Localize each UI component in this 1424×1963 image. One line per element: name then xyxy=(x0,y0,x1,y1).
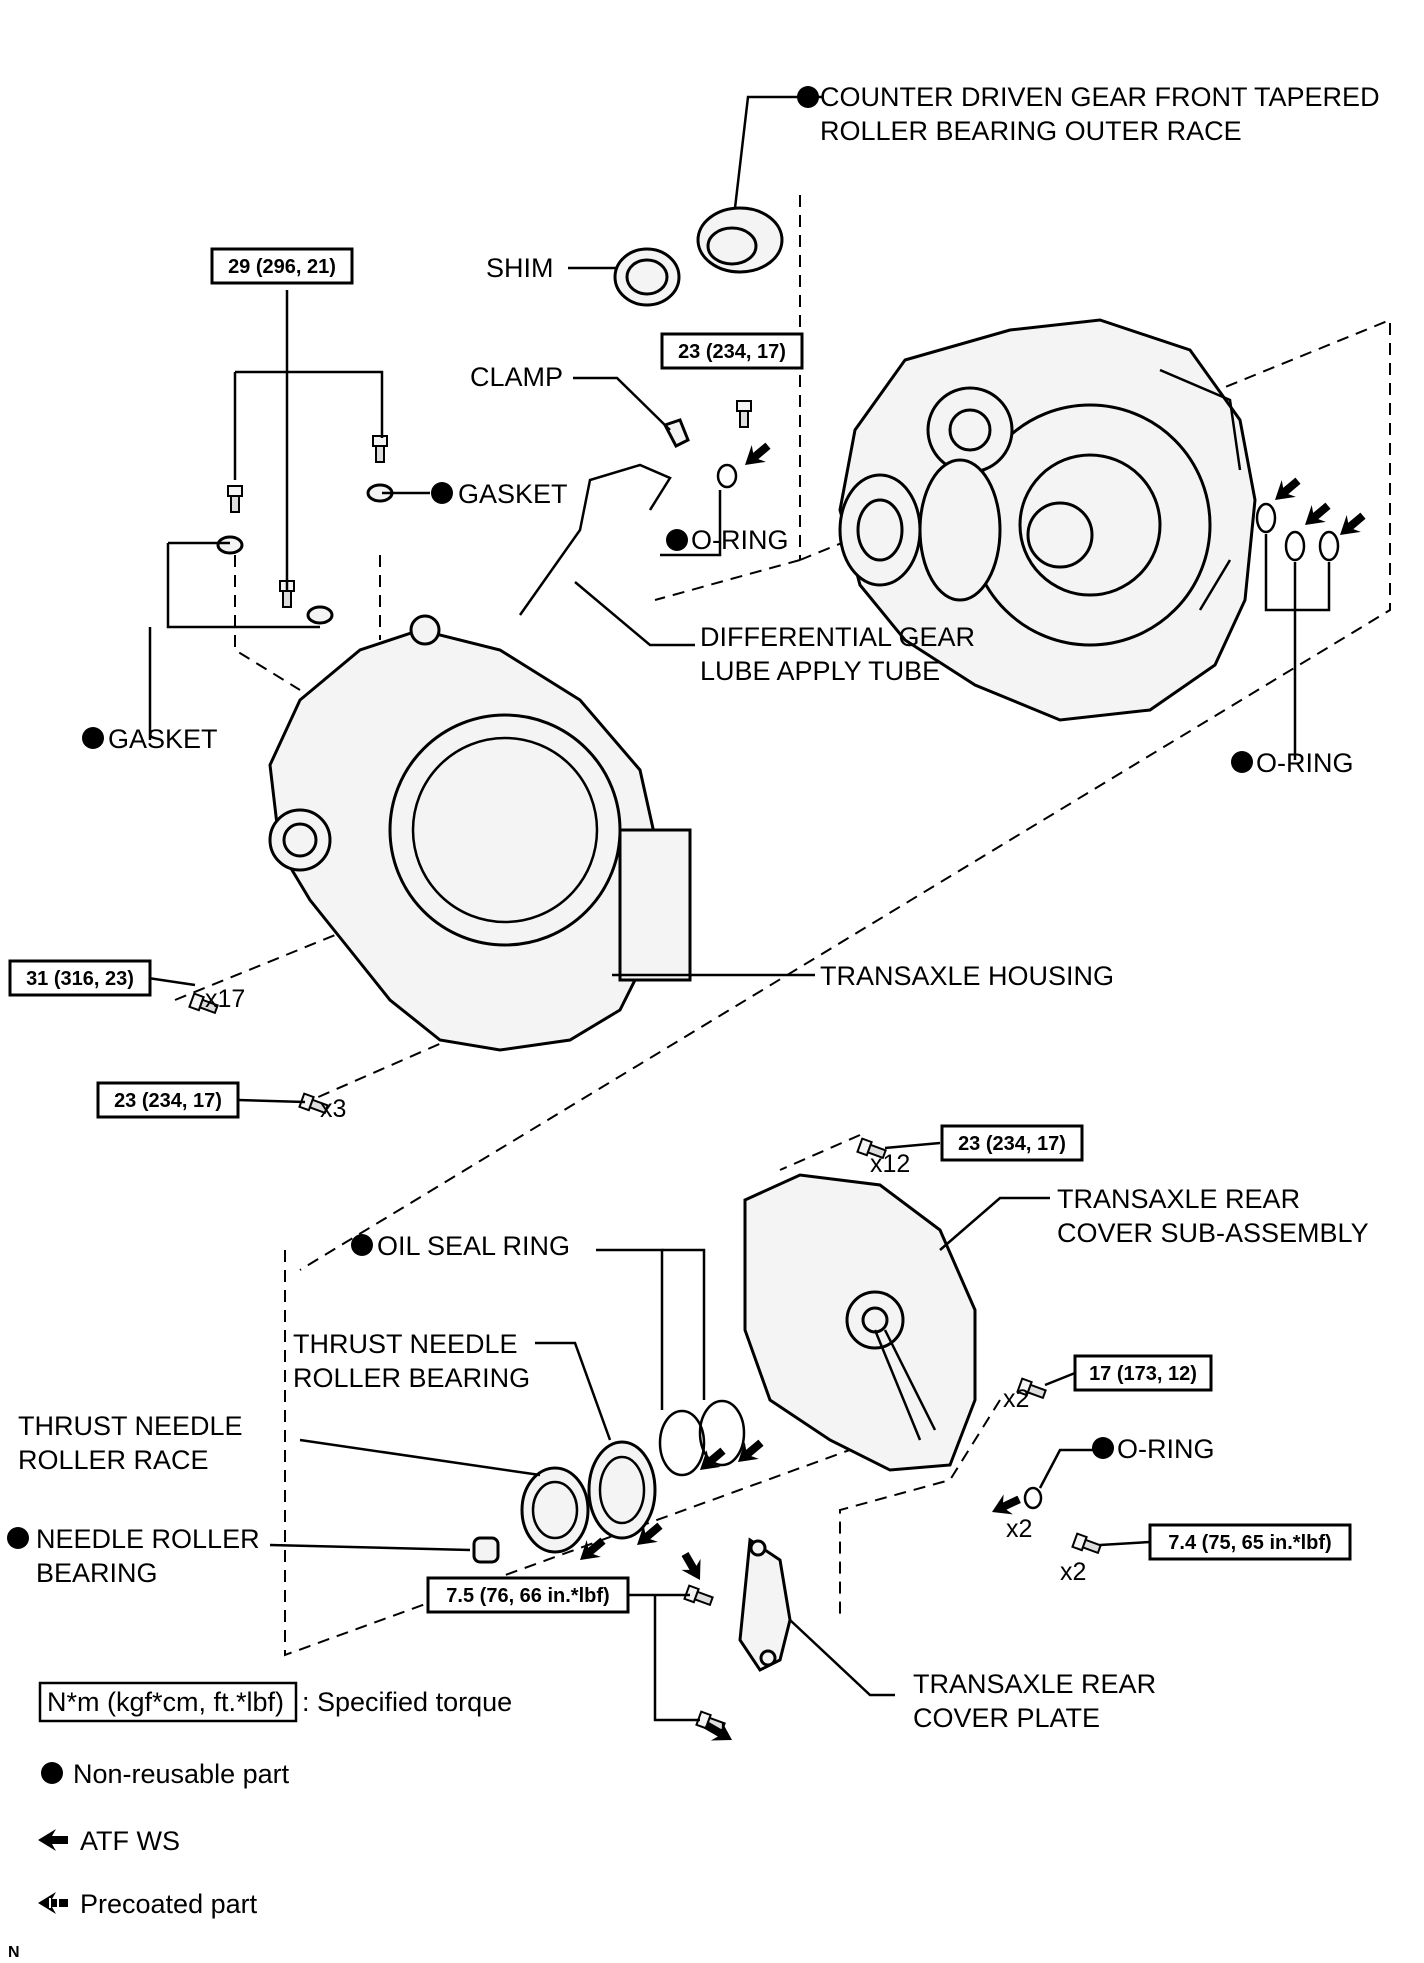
label-gasket-top: GASKET xyxy=(458,479,568,509)
needle-bearing-part xyxy=(472,1536,500,1564)
torque-value-23-cover: 23 (234, 17) xyxy=(958,1133,1066,1155)
qty-x2-b: x2 xyxy=(1006,1515,1032,1543)
label-rear-plate-line2: COVER PLATE xyxy=(913,1703,1100,1733)
torque-value-17: 17 (173, 12) xyxy=(1089,1363,1197,1385)
legend-nonreusable-text: Non-reusable part xyxy=(73,1759,290,1789)
torque-value-23-left: 23 (234, 17) xyxy=(114,1090,222,1112)
label-rear-cover-line2: COVER SUB-ASSEMBLY xyxy=(1057,1218,1369,1248)
qty-x2-a: x2 xyxy=(1003,1385,1029,1413)
legend-atf: ATF WS xyxy=(38,1826,180,1856)
legend-torque-box-text: N*m (kgf*cm, ft.*lbf) xyxy=(47,1687,284,1717)
thrust-race-part xyxy=(520,1466,590,1554)
legend: N*m (kgf*cm, ft.*lbf) : Specified torque… xyxy=(38,1681,512,1919)
label-oring-right: O-RING xyxy=(1256,748,1354,778)
label-needle-bearing-line2: BEARING xyxy=(36,1558,158,1588)
torque-box-23-top: 23 (234, 17) xyxy=(660,332,804,370)
non-reusable-dots xyxy=(7,86,1253,1549)
oil-seal-rings-part xyxy=(658,1399,746,1477)
label-clamp: CLAMP xyxy=(470,362,563,392)
label-diff-tube-line2: LUBE APPLY TUBE xyxy=(700,656,940,686)
label-thrust-race-line2: ROLLER RACE xyxy=(18,1445,209,1475)
label-thrust-race-line1: THRUST NEEDLE xyxy=(18,1411,243,1441)
transaxle-rear-cover-plate xyxy=(738,1537,792,1672)
shim-part xyxy=(613,247,681,307)
outer-race-part xyxy=(696,206,784,274)
legend-nonreusable: Non-reusable part xyxy=(41,1759,290,1789)
qty-x2-c: x2 xyxy=(1060,1558,1086,1586)
label-thrust-bearing-line1: THRUST NEEDLE xyxy=(293,1329,518,1359)
torque-box-29: 29 (296, 21) xyxy=(210,247,354,285)
qty-x12: x12 xyxy=(870,1150,910,1178)
transaxle-rear-cover xyxy=(743,1173,977,1472)
leader-lines xyxy=(147,95,1331,1722)
label-counter-gear-race-line2: ROLLER BEARING OUTER RACE xyxy=(820,116,1242,146)
label-oil-seal-ring: OIL SEAL RING xyxy=(377,1231,570,1261)
torque-value-29: 29 (296, 21) xyxy=(228,256,336,278)
label-diff-tube-line1: DIFFERENTIAL GEAR xyxy=(700,622,975,652)
torque-value-7-4: 7.4 (75, 65 in.*lbf) xyxy=(1168,1532,1331,1554)
torque-value-23-top: 23 (234, 17) xyxy=(678,341,786,363)
label-needle-bearing-line1: NEEDLE ROLLER xyxy=(36,1524,260,1554)
label-oring-top: O-RING xyxy=(691,525,789,555)
torque-value-31: 31 (316, 23) xyxy=(26,968,134,990)
oring-set-part xyxy=(1255,502,1340,562)
oring-small-part xyxy=(716,463,738,489)
legend-atf-text: ATF WS xyxy=(80,1826,180,1856)
thrust-bearing-part xyxy=(587,1440,657,1540)
torque-box-17: 17 (173, 12) xyxy=(1073,1354,1213,1392)
transaxle-housing xyxy=(268,614,692,1052)
torque-value-7-5: 7.5 (76, 66 in.*lbf) xyxy=(446,1585,609,1607)
label-gasket-left: GASKET xyxy=(108,724,218,754)
legend-torque: N*m (kgf*cm, ft.*lbf) : Specified torque xyxy=(38,1681,512,1723)
qty-x3: x3 xyxy=(320,1095,346,1123)
torque-box-7-4: 7.4 (75, 65 in.*lbf) xyxy=(1148,1523,1352,1561)
label-thrust-bearing-line2: ROLLER BEARING xyxy=(293,1363,530,1393)
qty-x17: x17 xyxy=(205,985,245,1013)
clamp-part xyxy=(662,418,690,448)
label-oring-lower: O-RING xyxy=(1117,1434,1215,1464)
oring-lower-part xyxy=(1023,1486,1043,1510)
legend-torque-text: : Specified torque xyxy=(302,1687,512,1717)
torque-box-23-left: 23 (234, 17) xyxy=(96,1081,240,1119)
transaxle-case-assembly xyxy=(838,318,1257,722)
label-rear-plate-line1: TRANSAXLE REAR xyxy=(913,1669,1156,1699)
corner-mark: N xyxy=(8,1944,20,1961)
torque-box-31: 31 (316, 23) xyxy=(8,959,152,997)
legend-precoated-text: Precoated part xyxy=(80,1889,258,1919)
lube-tube-part xyxy=(518,463,672,616)
label-counter-gear-race-line1: COUNTER DRIVEN GEAR FRONT TAPERED xyxy=(820,82,1380,112)
gasket-parts xyxy=(216,483,394,625)
legend-precoated: Precoated part xyxy=(38,1889,258,1919)
label-shim: SHIM xyxy=(486,253,554,283)
torque-box-7-5: 7.5 (76, 66 in.*lbf) xyxy=(426,1576,630,1614)
label-transaxle-housing: TRANSAXLE HOUSING xyxy=(820,961,1114,991)
torque-box-23-cover: 23 (234, 17) xyxy=(940,1124,1084,1162)
label-rear-cover-line1: TRANSAXLE REAR xyxy=(1057,1184,1300,1214)
